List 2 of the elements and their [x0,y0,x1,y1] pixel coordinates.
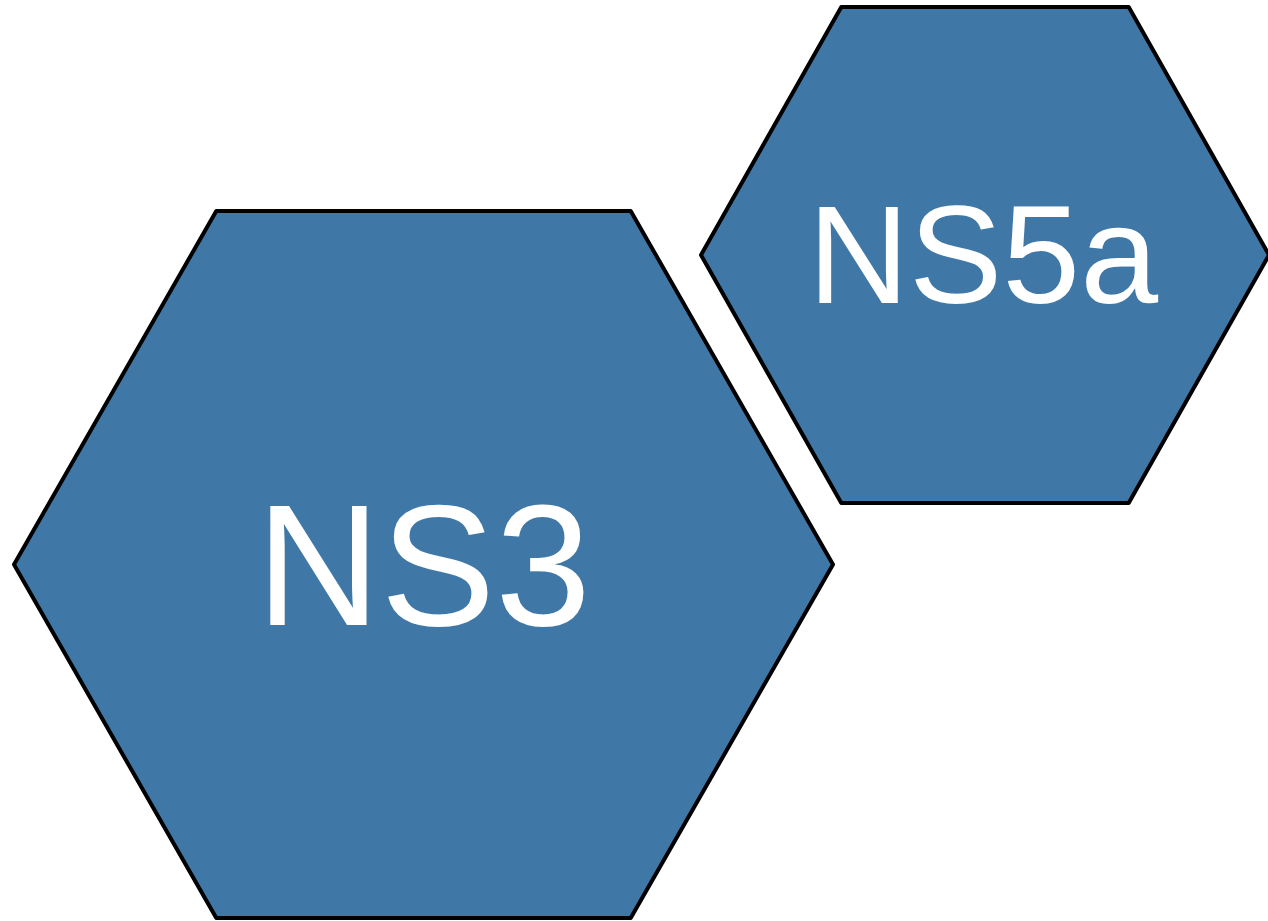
node-label: NS3 [255,478,592,651]
node-label: NS5a [806,185,1160,325]
